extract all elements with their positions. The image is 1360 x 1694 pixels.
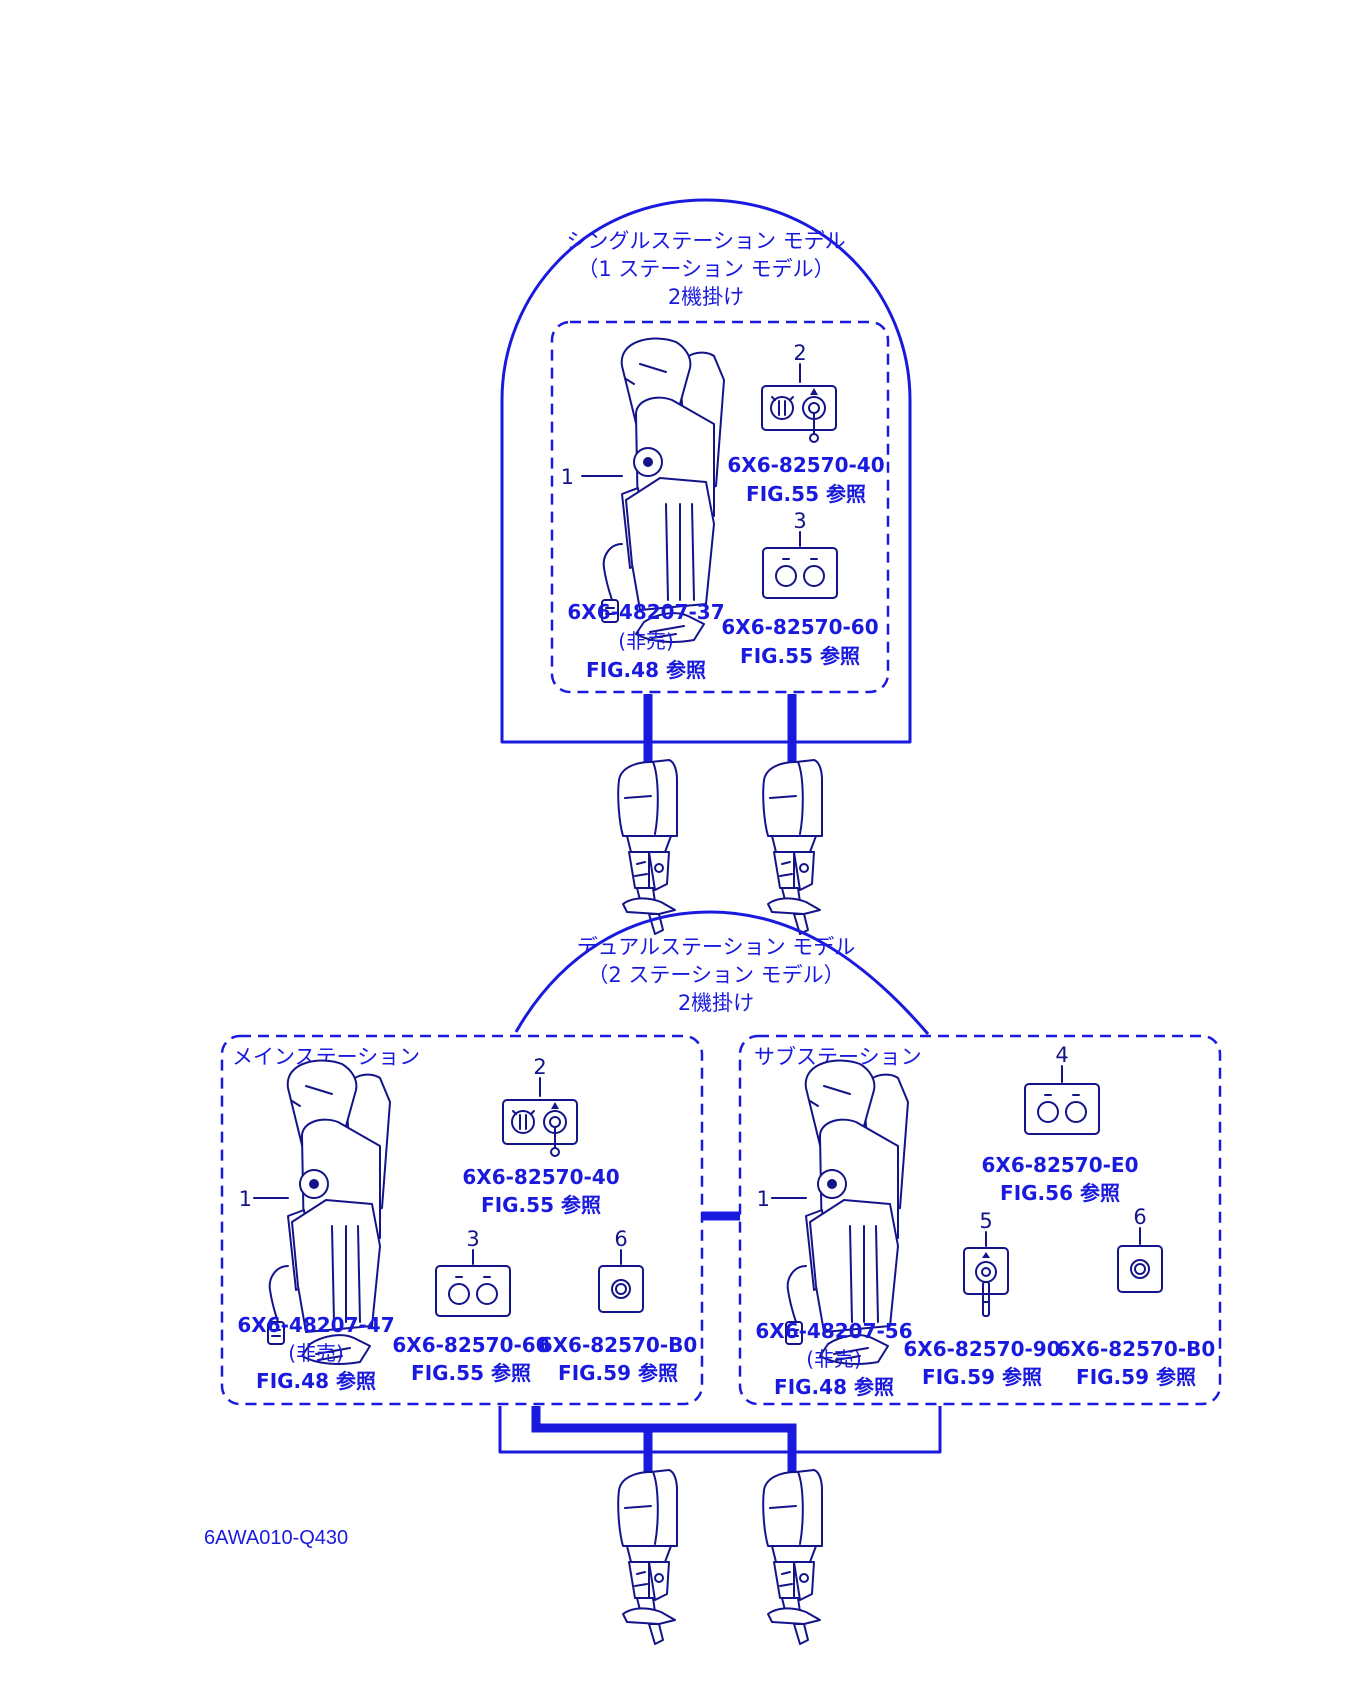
figure-code: 6AWA010-Q430 (204, 1527, 348, 1549)
sub-station-box (738, 1034, 1222, 1406)
dual-station-title: デュアルステーション モデル (577, 935, 856, 959)
single-main-switch-panel-drawing (761, 385, 837, 443)
outboard-motor-drawing (762, 1469, 823, 1645)
item-number: 3 (793, 509, 806, 533)
dual-station-subtitle: （2 ステーション モデル） (587, 963, 844, 987)
part-number: 6X6-82570-40 (462, 1165, 619, 1189)
not-for-sale-note: (非売) (618, 629, 674, 653)
item-number: 1 (561, 465, 574, 489)
single-station-subtitle: （1 ステーション モデル） (577, 257, 834, 281)
figure-reference: FIG.55 参照 (746, 482, 866, 506)
single-stop-switch-panel-drawing (762, 547, 838, 599)
part-number: 6X6-82570-90 (903, 1337, 1060, 1361)
item-number: 6 (614, 1227, 627, 1251)
main-stop-switch-panel-drawing (435, 1265, 511, 1317)
outboard-motor-drawing (617, 1469, 678, 1645)
item-number: 3 (466, 1227, 479, 1251)
single-station-engine-count: 2機掛け (668, 285, 744, 309)
dual-station-engine-count: 2機掛け (678, 991, 754, 1015)
part-number: 6X6-82570-60 (721, 615, 878, 639)
item-number: 6 (1133, 1205, 1146, 1229)
figure-reference: FIG.55 参照 (481, 1193, 601, 1217)
part-number: 6X6-82570-E0 (981, 1153, 1138, 1177)
single-remote-control-drawing (601, 337, 725, 643)
sub-key-switch-drawing (963, 1247, 1009, 1317)
not-for-sale-note: (非売) (806, 1347, 862, 1371)
item-number: 1 (239, 1187, 252, 1211)
sub-single-switch-drawing (1117, 1245, 1163, 1293)
part-number: 6X6-48207-56 (755, 1319, 912, 1343)
main-station-cable (531, 1406, 797, 1478)
item-number: 1 (757, 1187, 770, 1211)
item-number: 5 (979, 1209, 992, 1233)
single-station-title: シングルステーション モデル (566, 229, 845, 253)
part-number: 6X6-48207-47 (237, 1313, 394, 1337)
part-number: 6X6-82570-B0 (1057, 1337, 1216, 1361)
part-number: 6X6-82570-B0 (539, 1333, 698, 1357)
item-number: 4 (1055, 1043, 1068, 1067)
main-main-switch-panel-drawing (502, 1099, 578, 1157)
outboard-motor-drawing (617, 759, 678, 935)
single-station-boundary (500, 198, 912, 744)
figure-reference: FIG.55 参照 (411, 1361, 531, 1385)
single-station-parts-box (550, 320, 890, 694)
item-number: 2 (793, 341, 806, 365)
outboard-motor-drawing (762, 759, 823, 935)
figure-reference: FIG.55 参照 (740, 644, 860, 668)
figure-reference: FIG.59 参照 (922, 1365, 1042, 1389)
main-single-switch-drawing (598, 1265, 644, 1313)
not-for-sale-note: (非売) (288, 1341, 344, 1365)
sub-station-cable (498, 1406, 942, 1454)
figure-reference: FIG.56 参照 (1000, 1181, 1120, 1205)
figure-reference: FIG.48 参照 (774, 1375, 894, 1399)
figure-reference: FIG.59 参照 (1076, 1365, 1196, 1389)
part-number: 6X6-82570-40 (727, 453, 884, 477)
dual-station-arch (514, 910, 930, 1035)
item-number: 2 (533, 1055, 546, 1079)
figure-reference: FIG.59 参照 (558, 1361, 678, 1385)
figure-reference: FIG.48 参照 (586, 658, 706, 682)
part-number: 6X6-82570-60 (392, 1333, 549, 1357)
figure-reference: FIG.48 参照 (256, 1369, 376, 1393)
part-number: 6X6-48207-37 (567, 600, 724, 624)
sub-dual-switch-panel-drawing (1024, 1083, 1100, 1135)
